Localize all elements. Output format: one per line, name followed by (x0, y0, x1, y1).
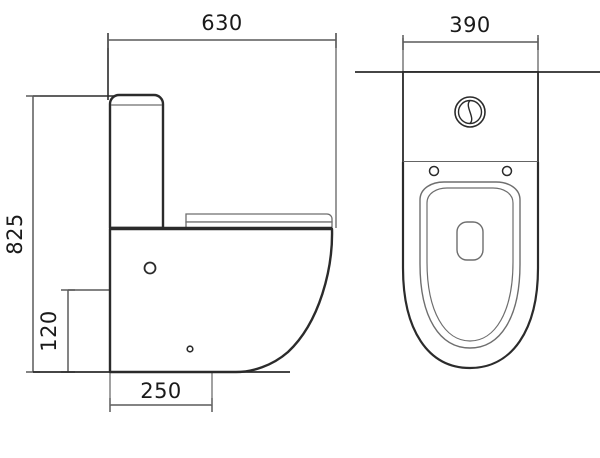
dimension-825: 825 (3, 95, 40, 373)
seat-hinge-hole-right-icon (501, 165, 513, 177)
fixing-hole-lower-icon (186, 345, 194, 353)
dimension-630: 630 (107, 11, 337, 48)
dimension-label-120: 120 (37, 310, 61, 352)
dual-flush-button[interactable] (454, 96, 486, 128)
dimension-label-390: 390 (449, 13, 491, 37)
fixing-hole-upper-icon (143, 261, 157, 275)
drain-opening-front (456, 221, 484, 261)
seat-ring-inner-front (426, 187, 514, 342)
side-elevation-view: 630 825 120 250 (3, 11, 337, 412)
toilet-lid-side (185, 213, 333, 223)
cistern-side (108, 93, 165, 230)
dimension-label-630: 630 (201, 11, 243, 35)
seat-hinge-hole-left-icon (428, 165, 440, 177)
dimension-label-250: 250 (140, 379, 182, 403)
dimension-120: 120 (37, 289, 110, 373)
front-elevation-view: 390 (355, 13, 600, 370)
dimension-390: 390 (402, 13, 539, 50)
dimension-250: 250 (109, 372, 213, 412)
bowl-side (108, 227, 334, 374)
flush-button-divider-icon (467, 100, 473, 124)
dimension-label-825: 825 (3, 213, 27, 255)
